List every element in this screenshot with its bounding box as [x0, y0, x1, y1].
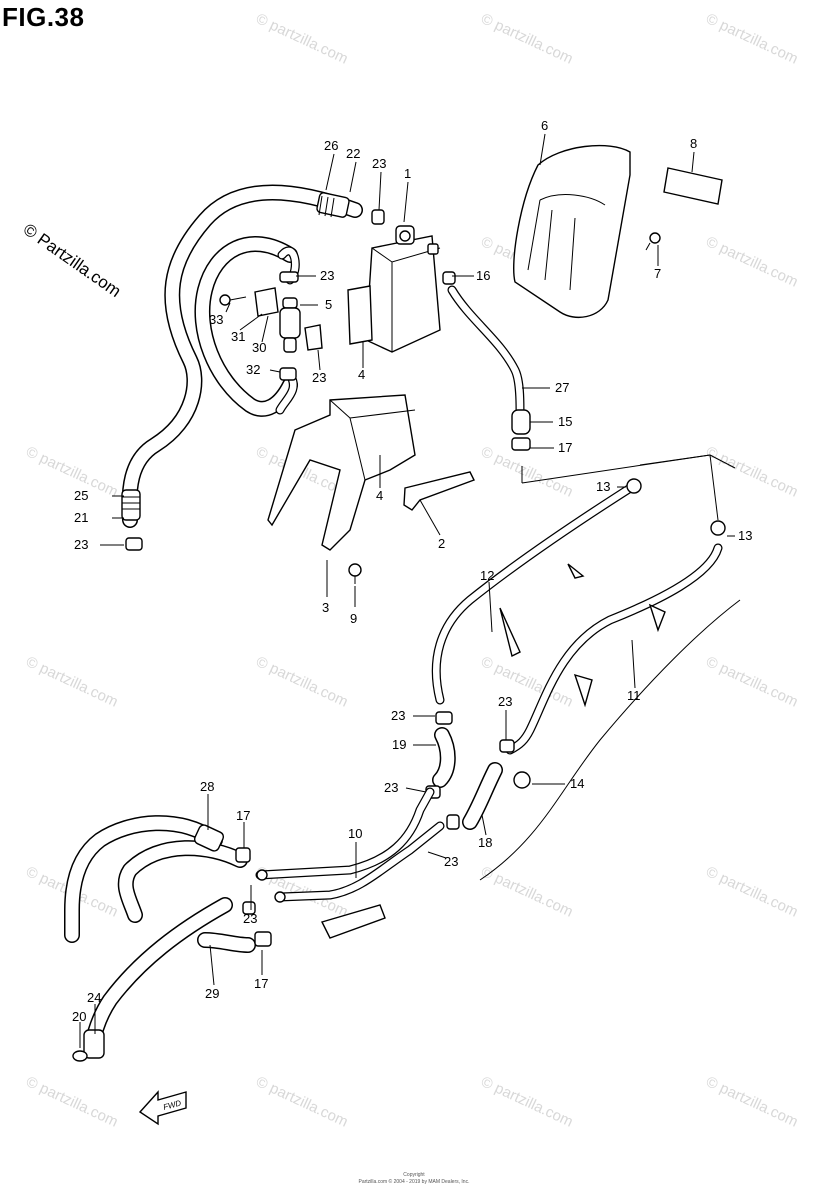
watermark: © partzilla.com [478, 863, 575, 920]
valve-assembly [219, 271, 323, 381]
figure-title: FIG.38 [2, 2, 85, 32]
pipe-11 [479, 520, 741, 881]
callout-23: 23 [444, 854, 458, 869]
callout-1: 1 [404, 166, 411, 181]
callout-18: 18 [478, 835, 492, 850]
watermark: © partzilla.com [478, 1073, 575, 1130]
callout-13: 13 [596, 479, 610, 494]
hose-27 [442, 271, 531, 451]
callout-33: 33 [209, 312, 223, 327]
watermark-main: © Partzilla.com [20, 220, 125, 301]
callout-20: 20 [72, 1009, 86, 1024]
fwd-arrow-icon: FWD [138, 1090, 187, 1126]
bracket [267, 394, 475, 584]
pipe-12 [431, 478, 642, 705]
callout-3: 3 [322, 600, 329, 615]
callout-6: 6 [541, 118, 548, 133]
watermark: © partzilla.com [253, 10, 350, 67]
callout-24: 24 [87, 990, 101, 1005]
callout-23: 23 [384, 780, 398, 795]
watermark: © partzilla.com [703, 863, 800, 920]
callout-4: 4 [376, 488, 383, 503]
callout-23: 23 [391, 708, 405, 723]
callout-29: 29 [205, 986, 219, 1001]
callout-30: 30 [252, 340, 266, 355]
callout-15: 15 [558, 414, 572, 429]
callout-19: 19 [392, 737, 406, 752]
callout-13: 13 [738, 528, 752, 543]
callout-23: 23 [243, 911, 257, 926]
callout-8: 8 [690, 136, 697, 151]
canister [347, 225, 441, 353]
callout-25: 25 [74, 488, 88, 503]
callout-23: 23 [372, 156, 386, 171]
callout-31: 31 [231, 329, 245, 344]
callout-27: 27 [555, 380, 569, 395]
copyright-line: Copyright [403, 1172, 425, 1178]
callout-5: 5 [325, 297, 332, 312]
watermark: © partzilla.com [703, 443, 800, 500]
callout-23: 23 [498, 694, 512, 709]
callout-21: 21 [74, 510, 88, 525]
callout-32: 32 [246, 362, 260, 377]
watermark: © partzilla.com [703, 233, 800, 290]
callout-17: 17 [558, 440, 572, 455]
leader-lines [79, 133, 736, 1048]
callout-23: 23 [312, 370, 326, 385]
callout-14: 14 [570, 776, 584, 791]
callout-2: 2 [438, 536, 445, 551]
callout-26: 26 [324, 138, 338, 153]
callout-28: 28 [200, 779, 214, 794]
pipe-10 [255, 787, 445, 939]
callout-12: 12 [480, 568, 494, 583]
hose-29 [72, 897, 272, 1062]
watermark: © partzilla.com [23, 443, 120, 500]
callout-22: 22 [346, 146, 360, 161]
callouts: 26 22 23 1 6 8 7 16 23 5 33 31 30 4 32 2… [72, 118, 752, 1024]
hoses-19-18 [425, 711, 531, 830]
callout-17: 17 [236, 808, 250, 823]
callout-23: 23 [74, 537, 88, 552]
watermark: © partzilla.com [23, 1073, 120, 1130]
watermark: © partzilla.com [703, 1073, 800, 1130]
callout-4: 4 [358, 367, 365, 382]
callout-10: 10 [348, 826, 362, 841]
watermark: © partzilla.com [703, 653, 800, 710]
watermark: © partzilla.com [478, 10, 575, 67]
watermark: © partzilla.com [253, 653, 350, 710]
callout-7: 7 [654, 266, 661, 281]
callout-17: 17 [254, 976, 268, 991]
hose-28 [64, 815, 251, 943]
hose-upper-loop [121, 184, 385, 551]
callout-23: 23 [320, 268, 334, 283]
callout-11: 11 [627, 688, 641, 703]
copyright-line: Partzilla.com © 2004 - 2019 by MAM Deale… [358, 1179, 470, 1185]
copyright-notice: Copyright Partzilla.com © 2004 - 2019 by… [0, 1172, 828, 1186]
cover [513, 144, 723, 319]
watermark: © partzilla.com [23, 653, 120, 710]
watermark: © partzilla.com [253, 1073, 350, 1130]
callout-16: 16 [476, 268, 490, 283]
watermark: © partzilla.com [703, 10, 800, 67]
callout-9: 9 [350, 611, 357, 626]
